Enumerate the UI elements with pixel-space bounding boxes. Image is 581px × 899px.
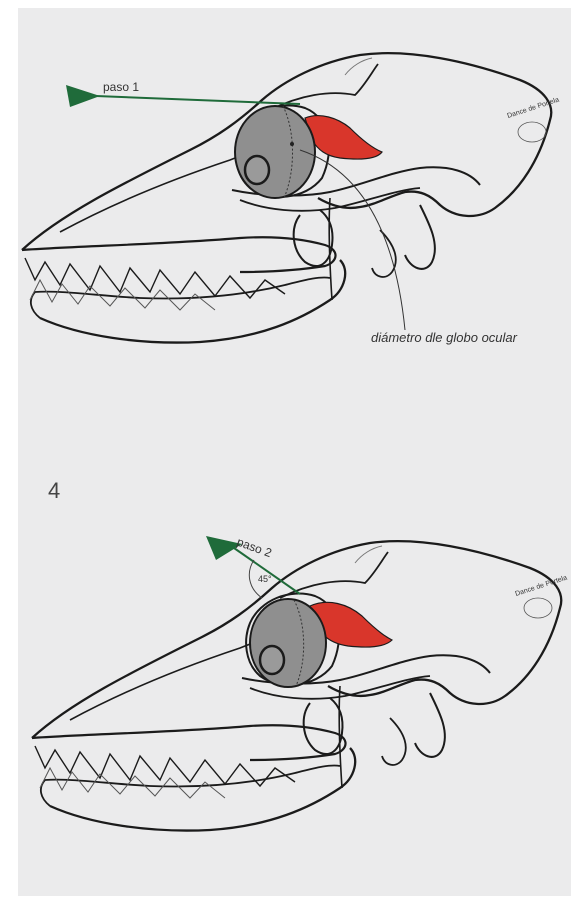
top-skull-diagram: paso 1 diámetro dle globo ocular Dance d… — [22, 53, 560, 345]
logo-mark — [518, 122, 546, 142]
step-label-2: paso 2 — [235, 535, 274, 561]
eyeball-2 — [250, 599, 326, 687]
figure-number: 4 — [48, 478, 60, 504]
logo-text: Dance de Portela — [506, 96, 560, 119]
eyeball — [235, 106, 315, 198]
pointer-line — [96, 96, 300, 104]
logo-mark-2 — [524, 598, 552, 618]
pointer-triangle — [66, 85, 100, 107]
pupil-circle-2 — [260, 646, 284, 674]
angle-label: 45° — [258, 574, 272, 584]
pupil-circle — [245, 156, 269, 184]
step-label: paso 1 — [103, 80, 139, 94]
annotation-label: diámetro dle globo ocular — [371, 330, 518, 345]
muscle-highlight — [305, 116, 382, 160]
bottom-skull-diagram: paso 2 45° Dance de Portela — [32, 535, 568, 831]
